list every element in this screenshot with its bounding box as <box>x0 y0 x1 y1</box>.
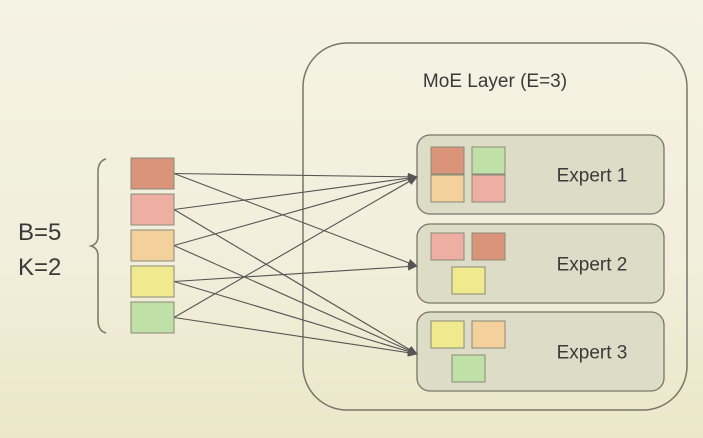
moe-layer-box <box>302 42 688 411</box>
expert-2-assigned-token <box>471 232 506 261</box>
moe-layer-title: MoE Layer (E=3) <box>423 71 567 92</box>
token-2 <box>130 193 175 226</box>
expert-2-assigned-token <box>430 232 465 261</box>
routing-line-token-4-to-expert-2 <box>173 262 418 283</box>
expert-2: Expert 2 <box>416 223 665 304</box>
expert-1-assigned-token <box>430 146 465 175</box>
expert-3-assigned-token <box>451 354 486 383</box>
routing-line-token-1-to-expert-1 <box>173 172 418 181</box>
expert-1-assigned-token <box>430 174 465 203</box>
routing-line-token-2-to-expert-3 <box>173 209 418 355</box>
token-1 <box>130 157 175 190</box>
expert-1-assigned-token <box>471 146 506 175</box>
routing-line-token-3-to-expert-1 <box>173 175 418 247</box>
batch-size-label: B=5 <box>18 219 61 246</box>
routing-line-token-1-to-expert-2 <box>173 172 418 267</box>
expert-3-assigned-token <box>471 320 506 349</box>
routing-line-token-5-to-expert-3 <box>173 316 418 357</box>
routing-line-token-2-to-expert-1 <box>173 174 418 211</box>
expert-1-assigned-token <box>471 174 506 203</box>
expert-1: Expert 1 <box>416 134 665 215</box>
token-3 <box>130 229 175 262</box>
token-5 <box>130 301 175 334</box>
expert-2-label: Expert 2 <box>557 255 628 276</box>
expert-3: Expert 3 <box>416 311 665 392</box>
routing-line-token-3-to-expert-3 <box>173 244 418 355</box>
expert-3-assigned-token <box>430 320 465 349</box>
topk-label: K=2 <box>18 254 61 281</box>
batch-brace <box>88 158 107 334</box>
token-4 <box>130 265 175 298</box>
expert-3-label: Expert 3 <box>557 343 628 364</box>
routing-line-token-5-to-expert-1 <box>173 176 418 318</box>
expert-2-assigned-token <box>451 266 486 295</box>
expert-1-label: Expert 1 <box>557 166 628 187</box>
routing-line-token-4-to-expert-3 <box>173 280 418 356</box>
